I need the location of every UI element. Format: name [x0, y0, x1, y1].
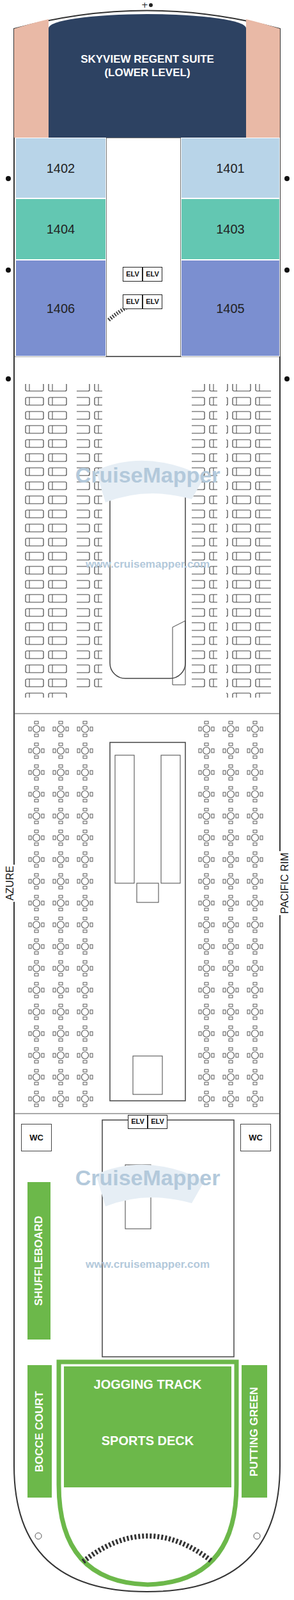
deck-line	[14, 1112, 280, 1113]
suite: SKYVIEW REGENT SUITE (LOWER LEVEL)	[48, 14, 247, 138]
watermark: CruiseMapper	[75, 462, 221, 488]
buffet	[109, 741, 186, 1100]
tables	[195, 719, 269, 1109]
room-label: 1405	[216, 300, 245, 316]
room-label: SKYVIEW REGENT SUITE (LOWER LEVEL)	[63, 53, 232, 80]
cabin: 1401	[180, 137, 280, 199]
loungers	[76, 383, 103, 691]
elevator: ELV	[142, 294, 163, 309]
suite-terrace	[14, 19, 49, 138]
window-dot	[5, 175, 11, 181]
hull-outline	[14, 10, 280, 1591]
elevator: ELV	[147, 1113, 168, 1128]
loungers	[23, 383, 68, 697]
loungers	[191, 383, 218, 691]
elevator: ELV	[142, 266, 163, 282]
table	[35, 1530, 42, 1538]
deck-area-name: AZURE	[4, 863, 16, 901]
room-label: 1404	[46, 221, 76, 237]
cabin: 1405	[180, 259, 280, 356]
room-label: WC	[29, 1131, 44, 1142]
room-label: 1401	[216, 160, 245, 176]
room-label: SPORTS DECK	[101, 1431, 194, 1447]
restroom: WC	[21, 1122, 52, 1150]
sports-deck: JOGGING TRACK SPORTS DECK	[63, 1364, 232, 1486]
window-dot	[284, 175, 290, 181]
window-dot	[5, 267, 11, 273]
room-label: ELV	[145, 269, 160, 279]
deck-line	[14, 712, 280, 714]
shuffleboard-court: SHUFFLEBOARD	[27, 1180, 51, 1338]
stern-structure	[102, 1118, 234, 1355]
elevator: ELV	[122, 266, 143, 282]
room-label: ELV	[131, 1115, 145, 1125]
putting-green: PUTTING GREEN	[241, 1363, 268, 1496]
suite-terrace	[246, 19, 280, 138]
counter	[136, 882, 159, 902]
room-label: WC	[248, 1131, 263, 1142]
watermark: CruiseMapper	[75, 1163, 221, 1189]
room-label: ELV	[145, 297, 160, 306]
counter	[161, 754, 181, 882]
core-column	[106, 137, 181, 356]
pool	[109, 476, 186, 678]
counter	[115, 754, 135, 882]
cabin: 1406	[15, 259, 107, 356]
room-label: 1402	[46, 160, 76, 176]
room-label: ELV	[150, 1115, 165, 1125]
room-label: PUTTING GREEN	[247, 1384, 261, 1475]
window-dot	[284, 267, 290, 273]
restroom: WC	[240, 1122, 271, 1150]
window-dot	[5, 375, 11, 381]
watermark: www.cruisemapper.com	[85, 1256, 210, 1270]
room-label: SHUFFLEBOARD	[32, 1214, 46, 1305]
deck-area-name: PACIFIC RIM	[279, 850, 291, 914]
bocce-court: BOCCE COURT	[27, 1363, 52, 1496]
room-label: 1403	[216, 221, 245, 237]
room-label: 1406	[46, 300, 76, 316]
room-label: BOCCE COURT	[33, 1388, 47, 1470]
window-dot	[284, 375, 290, 381]
elevator: ELV	[122, 294, 143, 309]
cabin: 1403	[180, 198, 280, 260]
loungers	[226, 383, 271, 697]
jogging-track	[58, 1360, 237, 1583]
bow-mark: +	[141, 0, 149, 10]
elevator: ELV	[127, 1113, 148, 1128]
room-label: JOGGING TRACK	[93, 1374, 202, 1391]
bow-mark	[148, 3, 153, 8]
sports-court	[63, 1364, 232, 1486]
stair	[132, 1054, 163, 1093]
room-label: ELV	[125, 297, 140, 306]
pool-stair	[172, 619, 186, 684]
stern-seating	[83, 1533, 213, 1560]
room-label: ELV	[125, 269, 140, 279]
cabin: 1404	[15, 198, 107, 260]
tables	[25, 719, 99, 1109]
table	[253, 1530, 261, 1538]
cabin: 1402	[15, 137, 107, 199]
watermark: www.cruisemapper.com	[85, 557, 210, 571]
